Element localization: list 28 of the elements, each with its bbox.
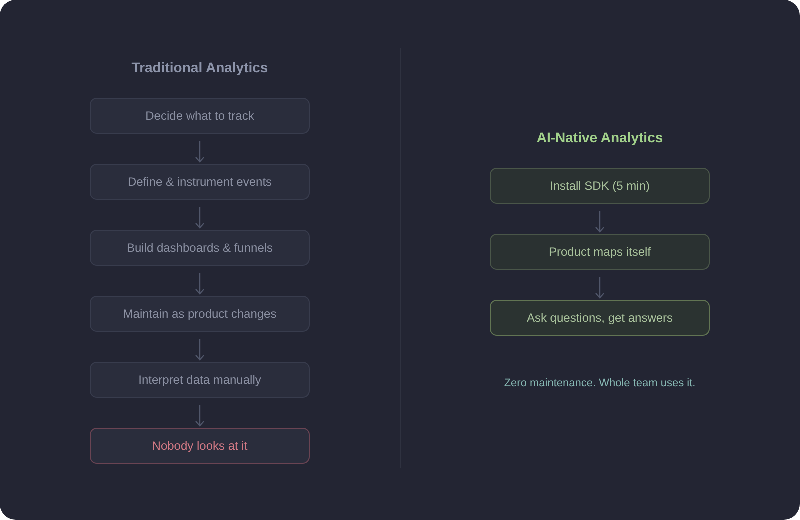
step-label: Nobody looks at it [152, 439, 248, 453]
step-label: Interpret data manually [138, 373, 262, 387]
arrow [195, 141, 205, 163]
process-box [90, 164, 310, 200]
step-label: Ask questions, get answers [526, 311, 674, 325]
arrow [595, 277, 605, 299]
step-label: Define & instrument events [128, 175, 272, 189]
process-box [90, 98, 310, 134]
process-box [90, 428, 310, 464]
step-label: Decide what to track [146, 109, 254, 123]
process-box [90, 362, 310, 398]
step-label: Install SDK (5 min) [550, 179, 650, 193]
arrow [195, 207, 205, 229]
process-box [90, 230, 310, 266]
column-heading: AI-Native Analytics [536, 130, 664, 146]
step-label: Product maps itself [548, 245, 652, 259]
arrow [195, 339, 205, 361]
column-heading: Traditional Analytics [132, 60, 268, 76]
process-box [90, 296, 310, 332]
arrow [195, 273, 205, 295]
step-label: Maintain as product changes [123, 307, 277, 321]
arrow [595, 211, 605, 233]
arrow [195, 405, 205, 427]
process-box [490, 168, 710, 204]
step-label: Build dashboards & funnels [126, 241, 274, 255]
summary-note: Zero maintenance. Whole team uses it. [504, 377, 696, 391]
process-box [490, 234, 710, 270]
process-box [490, 300, 710, 336]
